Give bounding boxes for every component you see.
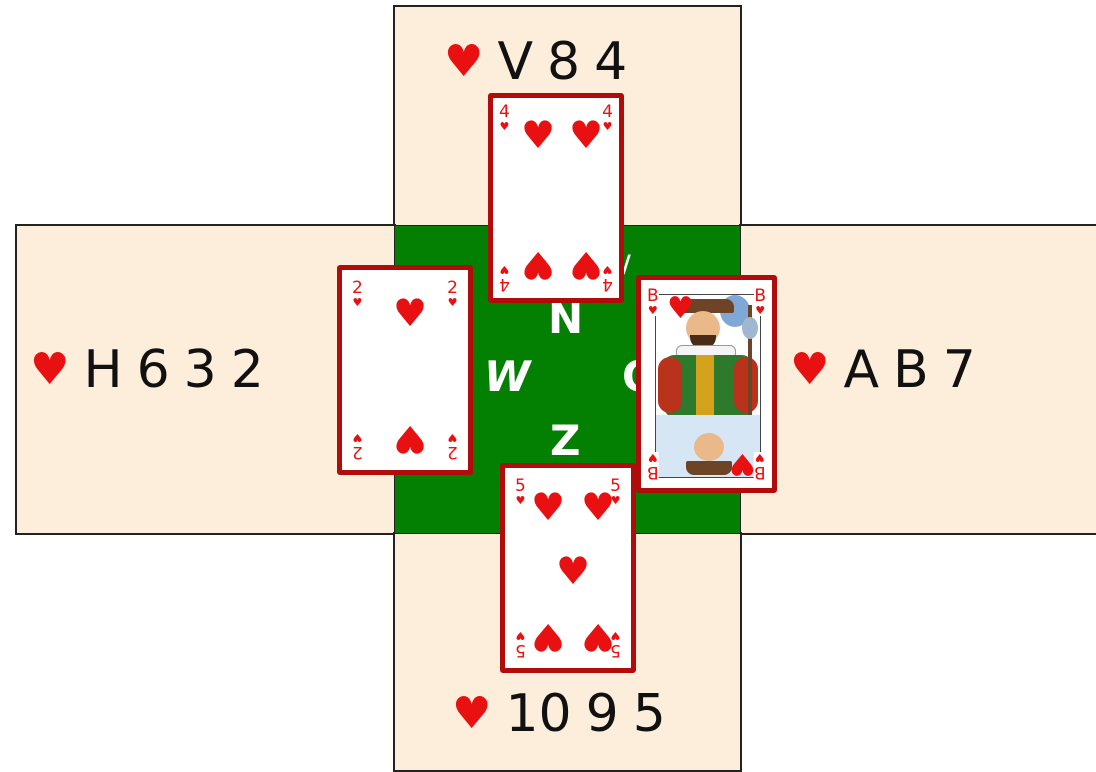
card-corner-index: 4♥ (499, 104, 510, 132)
heart-pip-icon: ♥ (581, 618, 615, 656)
hand-card[interactable]: 10 (505, 688, 571, 740)
card-corner-index: 2♥ (352, 280, 363, 308)
heart-pip-icon: ♥ (393, 420, 427, 458)
heart-pip-icon: ♥ (667, 294, 694, 324)
heart-pip-icon: ♥ (521, 246, 555, 284)
heart-suit-icon: ♥ (30, 348, 69, 392)
card-corner-index: 5♥ (515, 630, 526, 658)
played-card-north: 4♥ 4♥ 4♥ 4♥ ♥ ♥ ♥ ♥ (488, 93, 624, 303)
card-corner-index: B♥ (754, 288, 766, 316)
card-corner-index: 4♥ (602, 264, 613, 292)
hand-card[interactable]: 4 (594, 36, 627, 88)
hand-card[interactable]: 3 (184, 344, 217, 396)
heart-pip-icon: ♥ (393, 294, 427, 332)
heart-pip-icon: ♥ (521, 116, 555, 154)
hand-card[interactable]: 5 (633, 688, 666, 740)
west-hand: ♥ H 6 3 2 (30, 344, 264, 396)
compass-north-label: N (548, 298, 583, 340)
compass-west-label: W (484, 356, 530, 398)
played-card-west: 2♥ 2♥ 2♥ 2♥ ♥ ♥ (337, 265, 473, 475)
heart-pip-icon: ♥ (729, 448, 756, 478)
heart-suit-icon: ♥ (452, 692, 491, 736)
hand-card[interactable]: 7 (943, 344, 976, 396)
hand-card[interactable]: 2 (231, 344, 264, 396)
hand-card[interactable]: B (893, 344, 929, 396)
compass-south-label: Z (550, 420, 580, 462)
card-corner-index: 2♥ (447, 280, 458, 308)
east-hand: ♥ A B 7 (790, 344, 976, 396)
heart-suit-icon: ♥ (790, 348, 829, 392)
hand-card[interactable]: V (497, 36, 533, 88)
hand-card[interactable]: A (843, 344, 879, 396)
card-corner-index: 5♥ (515, 478, 526, 506)
hand-card[interactable]: H (83, 344, 122, 396)
card-corner-index: 2♥ (352, 432, 363, 460)
north-hand: ♥ V 8 4 (444, 36, 627, 88)
played-card-east: B♥ B♥ B♥ B♥ ♥ ♥ (636, 275, 777, 493)
heart-pip-icon: ♥ (556, 552, 590, 590)
played-card-south: 5♥ 5♥ 5♥ 5♥ ♥ ♥ ♥ ♥ ♥ (500, 463, 636, 673)
south-hand: ♥ 10 9 5 (452, 688, 666, 740)
heart-pip-icon: ♥ (569, 116, 603, 154)
heart-suit-icon: ♥ (444, 40, 483, 84)
card-corner-index: B♥ (647, 452, 659, 480)
heart-pip-icon: ♥ (581, 488, 615, 526)
hand-card[interactable]: 8 (547, 36, 580, 88)
card-corner-index: 2♥ (447, 432, 458, 460)
card-corner-index: B♥ (754, 452, 766, 480)
heart-pip-icon: ♥ (531, 488, 565, 526)
hand-card[interactable]: 6 (137, 344, 170, 396)
hand-card[interactable]: 9 (586, 688, 619, 740)
card-corner-index: 4♥ (602, 104, 613, 132)
heart-pip-icon: ♥ (569, 246, 603, 284)
heart-pip-icon: ♥ (531, 618, 565, 656)
card-corner-index: 4♥ (499, 264, 510, 292)
card-corner-index: B♥ (647, 288, 659, 316)
